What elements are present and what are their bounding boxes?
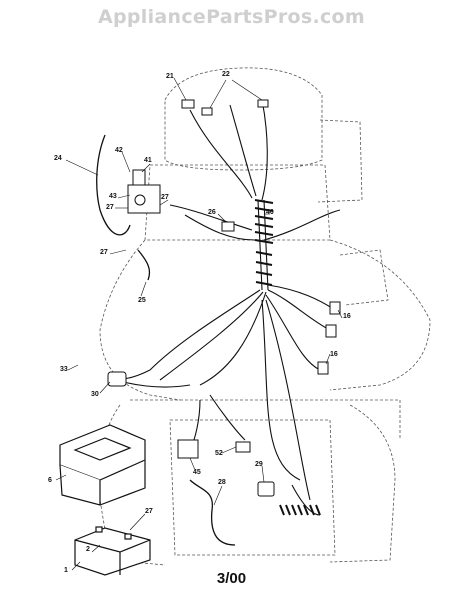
- callout: 52: [215, 450, 223, 457]
- connector-16: [317, 301, 341, 375]
- callout: 22: [222, 71, 230, 78]
- callout: 28: [218, 479, 226, 486]
- callout: 41: [144, 157, 152, 164]
- connector-21: [181, 99, 269, 116]
- callout: 16: [343, 313, 351, 320]
- connector-26: [221, 221, 235, 232]
- watermark: AppliancePartsPros.com: [97, 6, 365, 28]
- callout: 27: [161, 194, 169, 201]
- callout: 30: [91, 391, 99, 398]
- callouts: 21 22 24 42 41 43 27 27 27 26 40 25 16 1…: [48, 71, 351, 574]
- callout: 27: [145, 508, 153, 515]
- callout: 29: [255, 461, 263, 468]
- callout: 33: [60, 366, 68, 373]
- component-switch-41: [127, 169, 161, 214]
- callout: 45: [193, 469, 201, 476]
- switch-52: [235, 441, 251, 453]
- callout: 21: [166, 73, 174, 80]
- callout: 1: [64, 567, 68, 574]
- callout: 42: [115, 147, 123, 154]
- callout: 43: [109, 193, 117, 200]
- leader-lines: [55, 77, 343, 571]
- callout: 24: [54, 155, 62, 162]
- date-code: 3/00: [216, 570, 247, 587]
- wire-24: [96, 134, 151, 281]
- callout: 25: [138, 297, 146, 304]
- tractor-outline: [98, 67, 431, 566]
- callout: 2: [86, 546, 90, 553]
- module-45: [177, 439, 199, 459]
- wire-harness: [109, 99, 341, 516]
- wire-sleeve: [254, 199, 274, 286]
- callout: 26: [208, 209, 216, 216]
- callout: 6: [48, 477, 52, 484]
- callout: 27: [106, 204, 114, 211]
- switch-29: [257, 481, 275, 497]
- coil-29: [279, 504, 321, 516]
- solenoid-30: [107, 371, 127, 387]
- battery-tray-6: [59, 424, 146, 506]
- callout: 27: [100, 249, 108, 256]
- battery-2: [74, 526, 151, 576]
- callout: 16: [330, 351, 338, 358]
- callout: 40: [266, 209, 274, 216]
- wire-28: [189, 479, 236, 546]
